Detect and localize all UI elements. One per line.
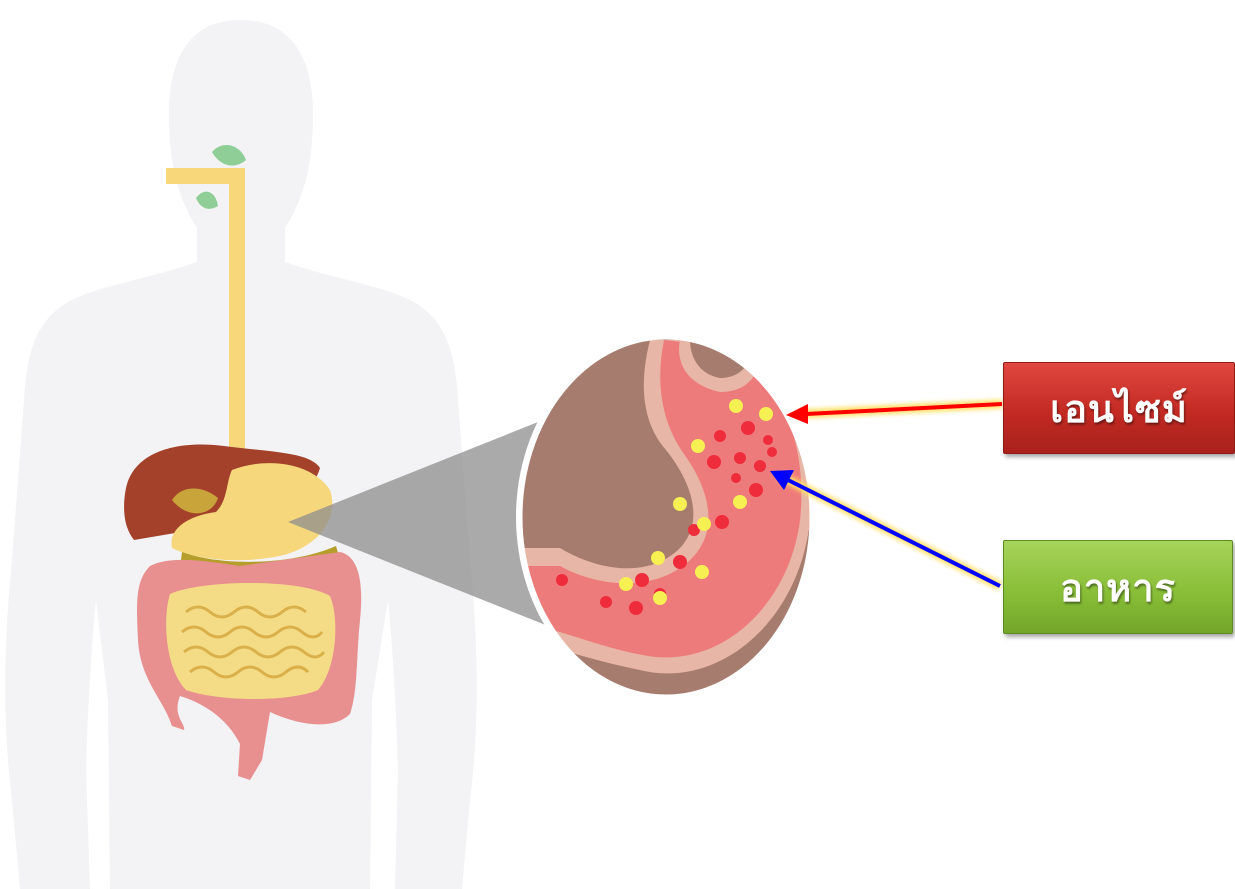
food-label-text: อาหาร xyxy=(1060,557,1176,618)
food-label: อาหาร xyxy=(1003,540,1233,634)
enzyme-label-text: เอนไซม์ xyxy=(1050,378,1188,439)
enzyme-label: เอนไซม์ xyxy=(1003,362,1235,454)
enzyme-arrow xyxy=(786,404,1002,424)
stomach-closeup-lens-icon xyxy=(510,330,830,710)
